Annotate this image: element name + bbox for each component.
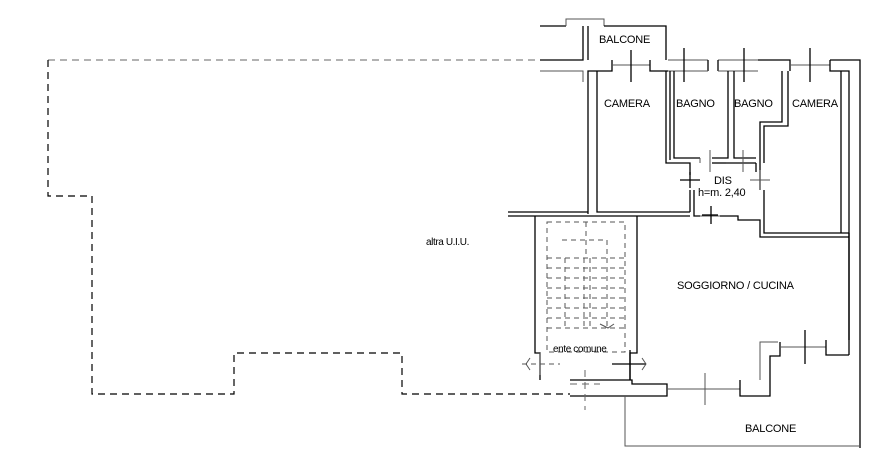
bagno-walls bbox=[665, 71, 789, 168]
camera-left-walls bbox=[508, 71, 690, 217]
window-marks-top bbox=[630, 48, 811, 82]
label-dis: DIS bbox=[714, 175, 732, 187]
balcone-top-walls bbox=[540, 18, 667, 61]
label-camera-left: CAMERA bbox=[604, 98, 651, 110]
label-camera-right: CAMERA bbox=[792, 98, 839, 110]
altra-uiu-outline bbox=[47, 59, 620, 395]
door-marks-bagno bbox=[709, 150, 744, 172]
stair-arrows bbox=[522, 350, 647, 380]
stairs bbox=[546, 221, 626, 353]
label-soggiorno-cucina: SOGGIORNO / CUCINA bbox=[677, 280, 795, 292]
label-balcone-bottom: BALCONE bbox=[745, 423, 796, 435]
bottom-walls bbox=[570, 233, 860, 447]
label-bagno-2: BAGNO bbox=[734, 98, 773, 110]
label-bagno-1: BAGNO bbox=[676, 98, 715, 110]
label-dis-height: h=m. 2,40 bbox=[698, 187, 746, 199]
label-balcone-top: BALCONE bbox=[599, 34, 650, 46]
dis-walls bbox=[680, 163, 849, 238]
label-altra-uiu: altra U.I.U. bbox=[426, 237, 469, 248]
top-exterior-wall bbox=[540, 59, 861, 448]
label-ente-comune: ente comune bbox=[553, 344, 607, 355]
